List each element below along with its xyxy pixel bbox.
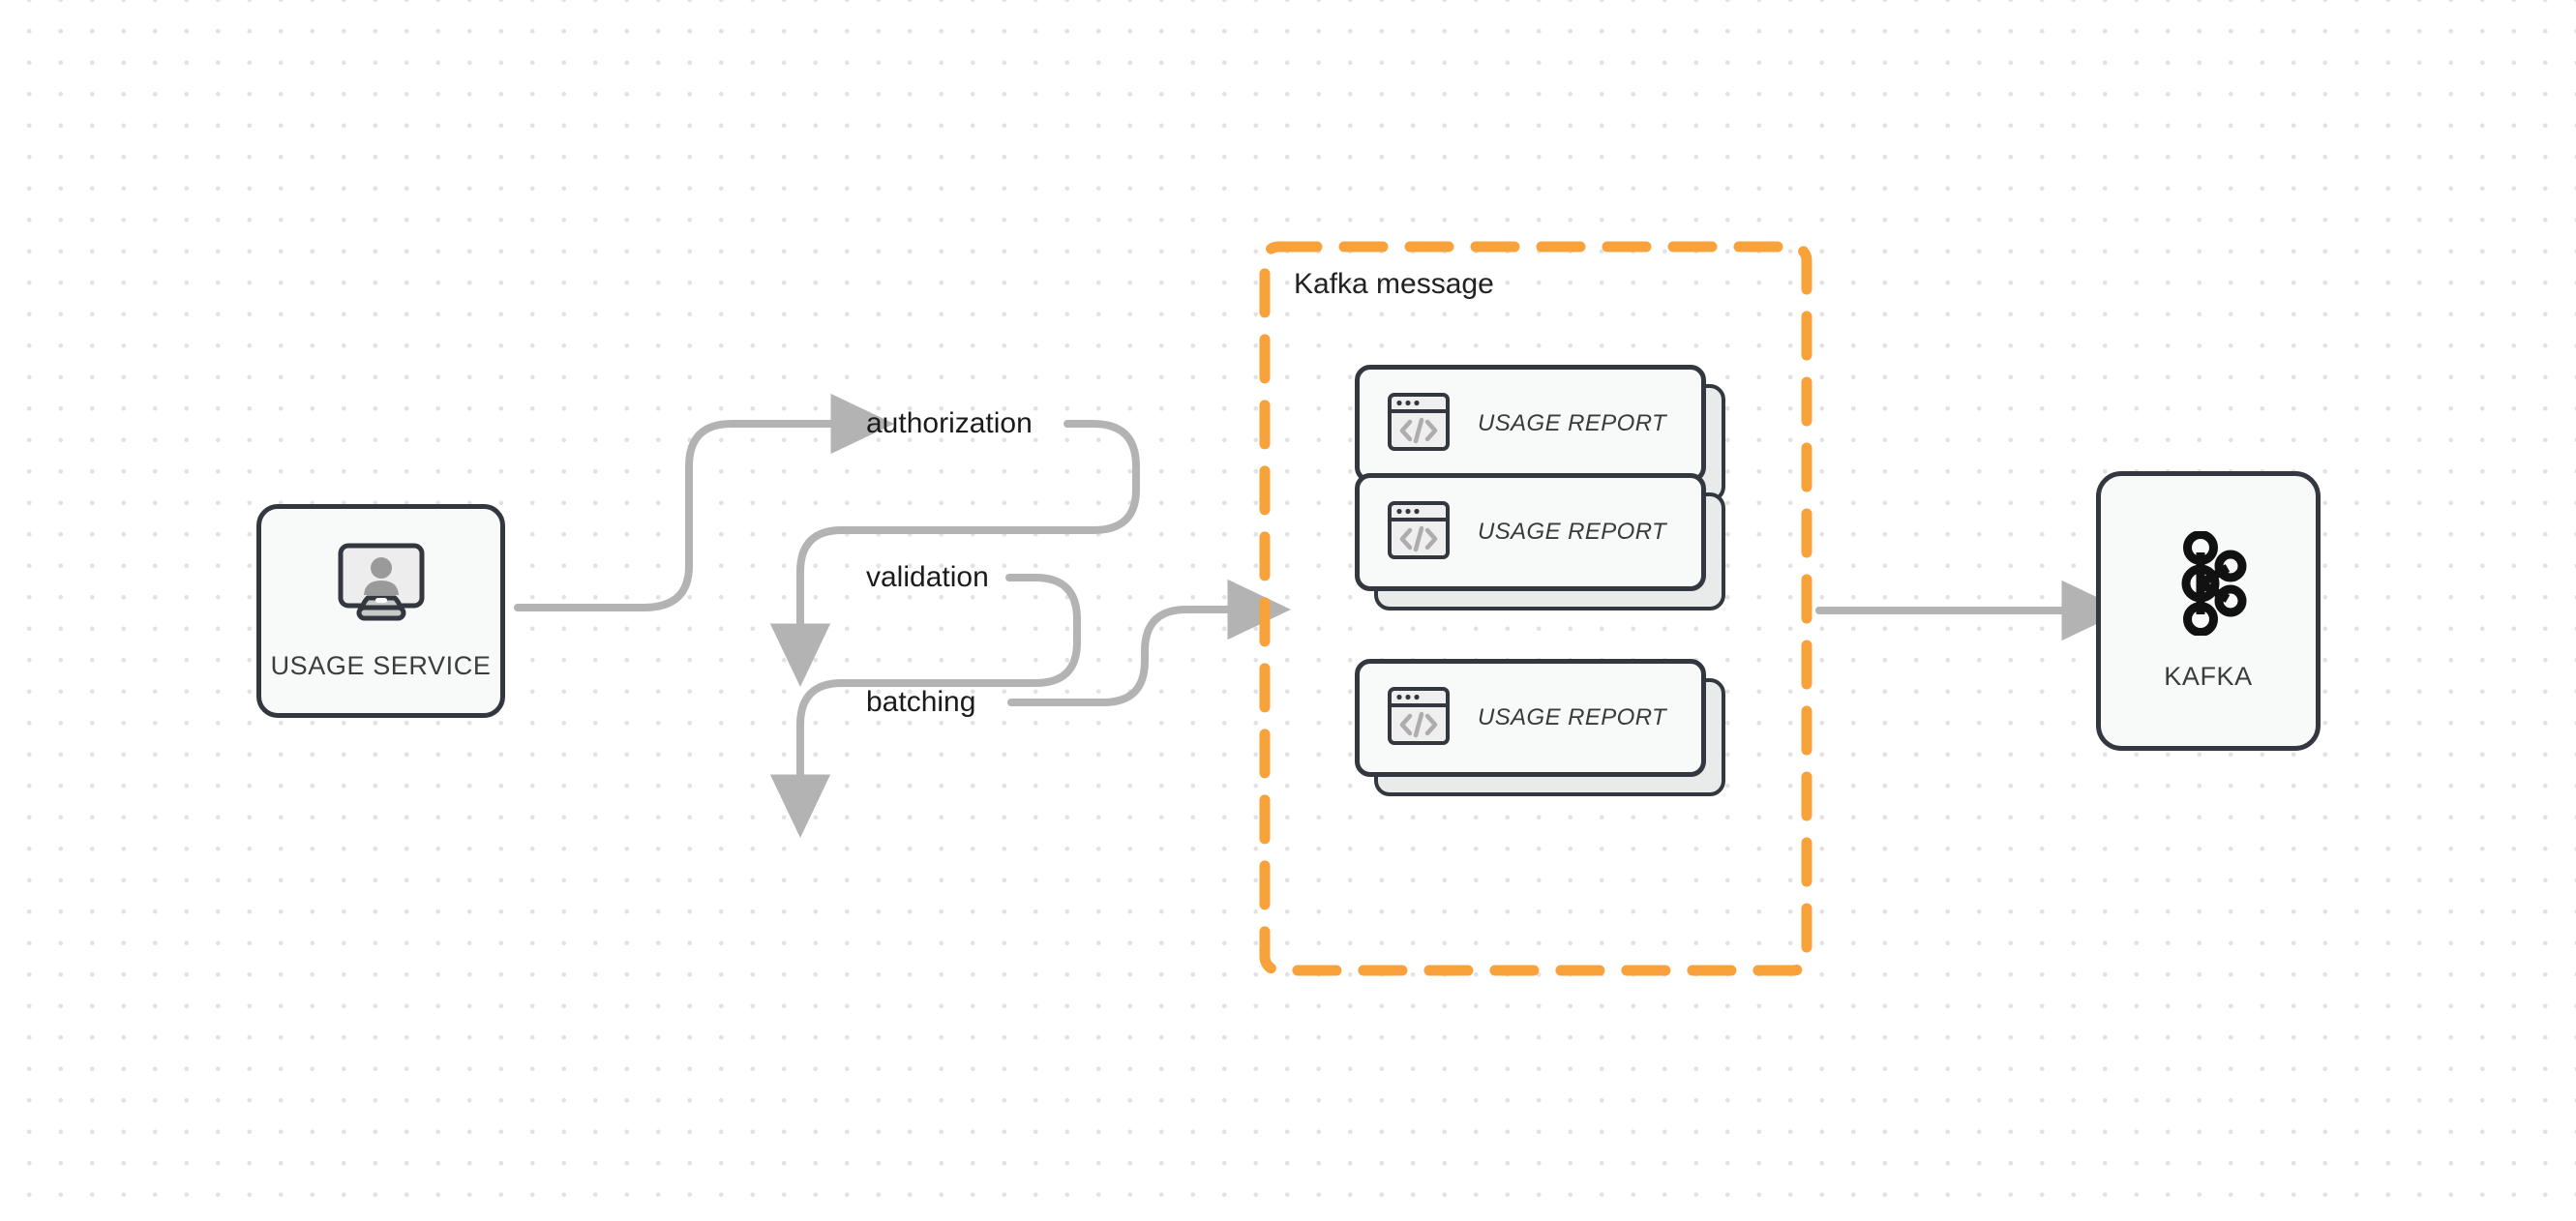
- usage-report-card-front[interactable]: USAGE REPORT: [1355, 473, 1706, 591]
- usage-report-card[interactable]: USAGE REPORT: [1355, 659, 1727, 799]
- usage-report-card-label: USAGE REPORT: [1478, 704, 1667, 730]
- step-label-validation[interactable]: validation: [866, 561, 989, 593]
- usage-report-card-front[interactable]: USAGE REPORT: [1355, 365, 1706, 483]
- usage-service-label: USAGE SERVICE: [270, 650, 492, 680]
- edge-validation-to-batching: [769, 574, 1081, 838]
- code-window-icon: [1387, 684, 1451, 753]
- monitor-user-icon: [335, 542, 428, 632]
- kafka-logo-icon: [2166, 529, 2251, 640]
- step-label-batching[interactable]: batching: [866, 686, 976, 718]
- step-label-authorization[interactable]: authorization: [866, 407, 1033, 439]
- usage-report-card[interactable]: USAGE REPORT: [1355, 473, 1727, 613]
- node-usage-service[interactable]: USAGE SERVICE: [256, 504, 505, 718]
- code-window-icon: [1387, 498, 1451, 567]
- group-kafka-message[interactable]: Kafka message USAGE REP: [1259, 241, 1812, 976]
- kafka-label: KAFKA: [2164, 661, 2253, 691]
- code-window-icon: [1387, 390, 1451, 459]
- usage-report-card-label: USAGE REPORT: [1478, 519, 1667, 545]
- usage-report-card-front[interactable]: USAGE REPORT: [1355, 659, 1706, 777]
- edge-batching-to-kafka-message: [1007, 579, 1291, 706]
- edge-service-to-authorization: [514, 393, 894, 611]
- edge-authorization-to-validation: [769, 420, 1140, 687]
- kafka-message-title: Kafka message: [1294, 268, 1494, 300]
- node-kafka[interactable]: KAFKA: [2096, 471, 2321, 751]
- usage-report-card-label: USAGE REPORT: [1478, 410, 1667, 436]
